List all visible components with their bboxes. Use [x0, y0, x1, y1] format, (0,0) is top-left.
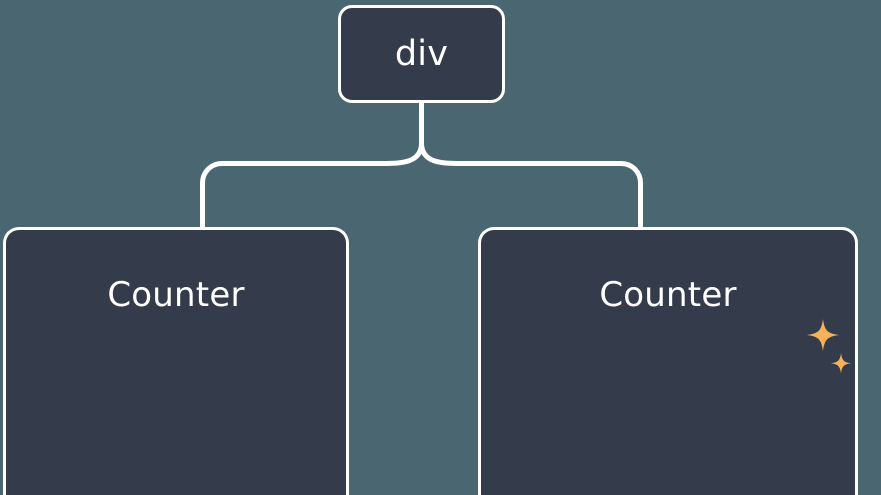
- node-div[interactable]: div: [338, 5, 505, 103]
- node-div-label: div: [394, 33, 449, 74]
- node-counter-left[interactable]: Counter count 0: [3, 227, 349, 495]
- node-counter-right-label: Counter: [599, 275, 737, 315]
- connector-to-right-child: [419, 140, 643, 231]
- connector-to-left-child: [200, 140, 424, 231]
- node-counter-right[interactable]: Counter count 1: [478, 227, 858, 495]
- node-counter-left-label: Counter: [107, 275, 245, 315]
